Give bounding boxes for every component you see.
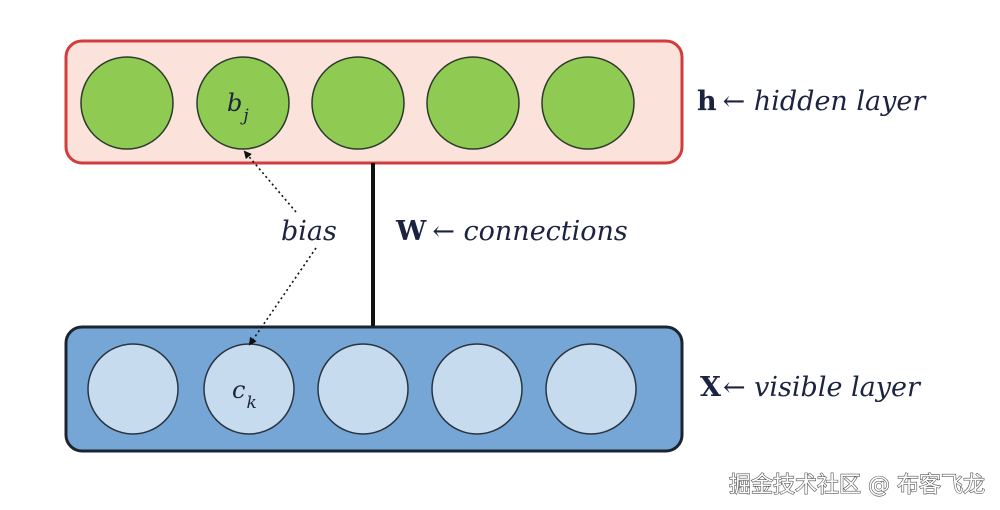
visible-layer-label: X← visible layer: [700, 372, 922, 403]
visible-node: [431, 343, 523, 435]
hidden-node: [541, 56, 635, 150]
hidden-node-bias: [196, 56, 290, 150]
bias-label: bias: [281, 216, 337, 247]
hidden-node: [426, 56, 520, 150]
hidden-bias-unit-label: bj: [227, 89, 249, 126]
hidden-node: [311, 56, 405, 150]
visible-node: [87, 343, 179, 435]
bias-arrow-hidden: [243, 150, 297, 213]
connections-label: W← connections: [395, 216, 628, 247]
hidden-layer-label: h← hidden layer: [697, 86, 927, 117]
hidden-node: [80, 56, 174, 150]
visible-node-bias: [203, 343, 295, 435]
watermark-text: 掘金技术社区 @ 布客飞龙: [729, 473, 985, 498]
visible-bias-unit-label: ck: [232, 376, 257, 413]
visible-node: [317, 343, 409, 435]
visible-node: [545, 343, 637, 435]
